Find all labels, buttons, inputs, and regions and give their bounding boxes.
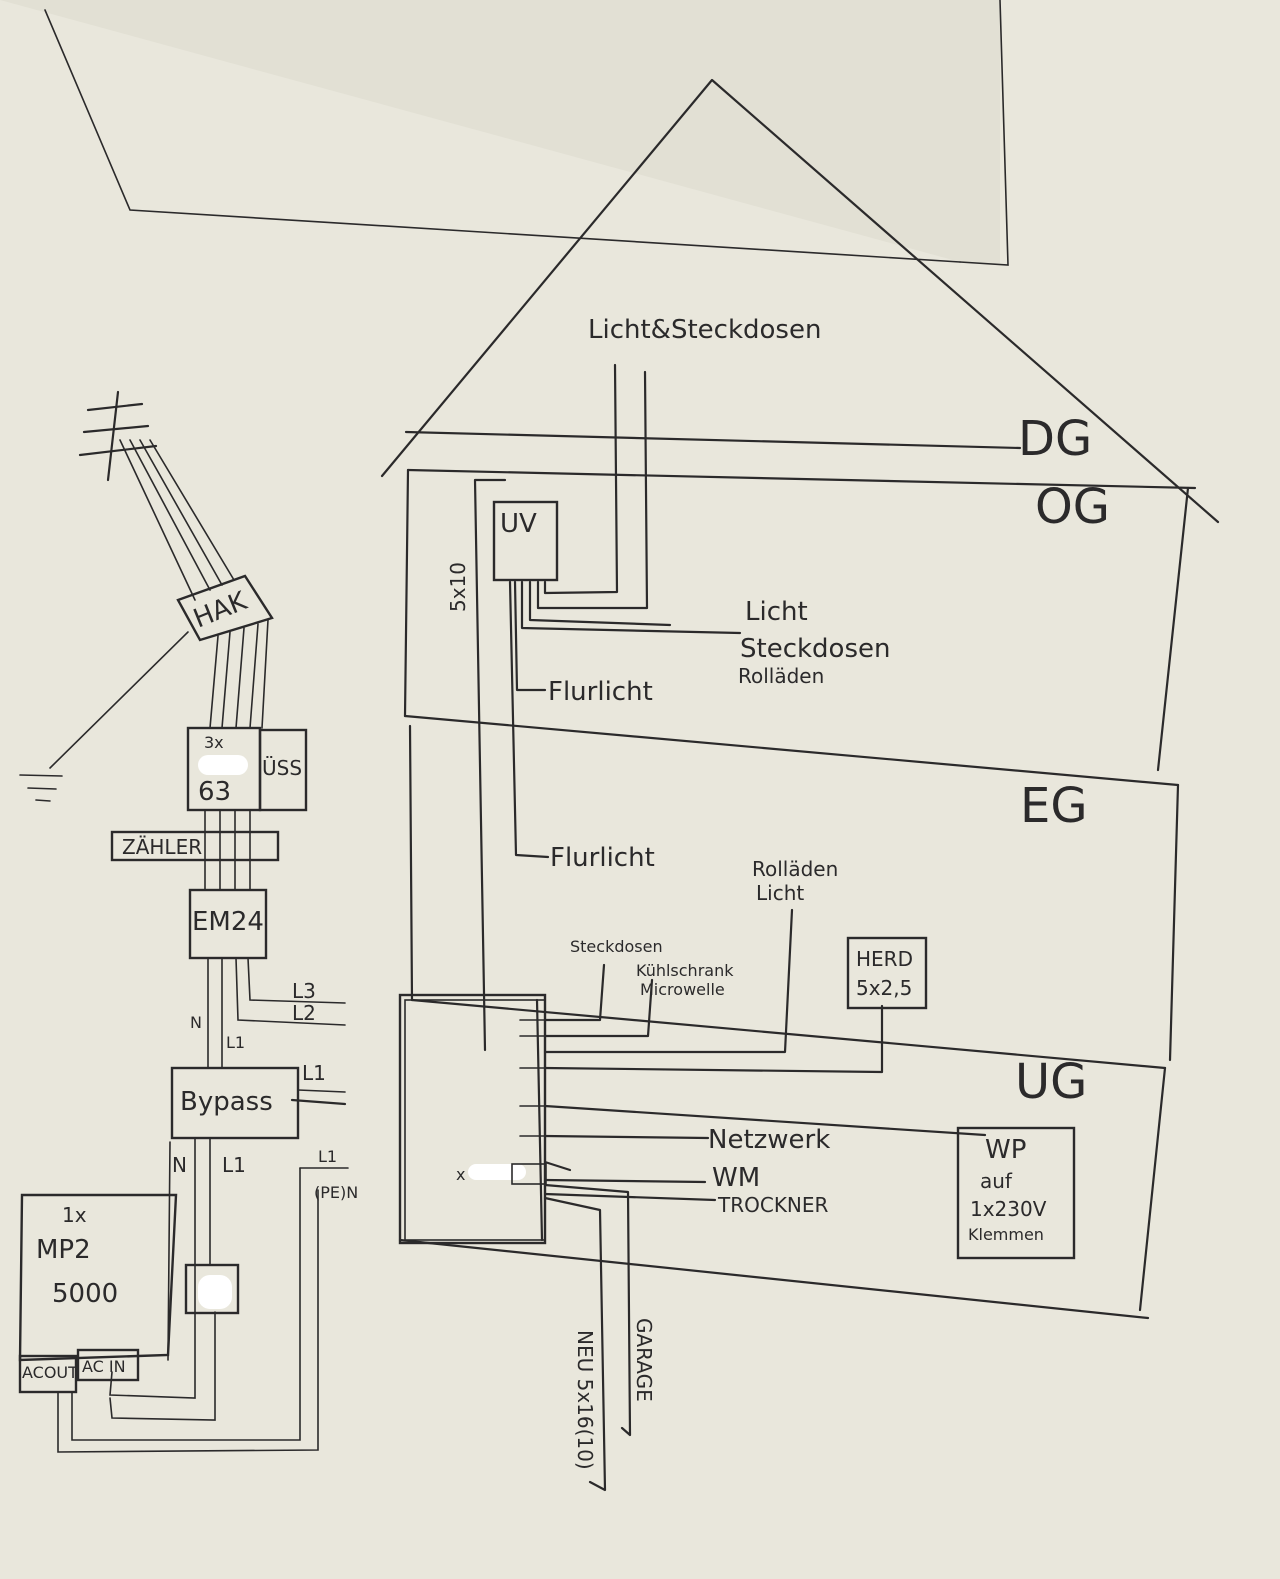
ac-out-label: ACOUT [22, 1363, 78, 1382]
mp2-label-2: MP2 [36, 1235, 91, 1265]
label-og-licht: Licht [745, 597, 808, 627]
paper-fold-line [44, 9, 961, 263]
ac-in-box [76, 1348, 140, 1382]
label-og-steckdosen: Steckdosen [740, 634, 890, 664]
uv-box [492, 500, 559, 582]
service-drop-lines [119, 439, 235, 601]
label-steckdosen: Steckdosen [570, 937, 663, 956]
bypass-scribble [290, 1098, 347, 1106]
zaehler-label: ZÄHLER [122, 835, 202, 859]
em24-label: EM24 [192, 907, 264, 937]
wp-box [956, 1126, 1076, 1260]
label-l1-lower: L1 [222, 1153, 246, 1177]
label-l2: L2 [292, 1001, 316, 1025]
herd-label: HERD [856, 947, 913, 971]
label-n: N [190, 1013, 202, 1032]
label-trockner: TROCKNER [717, 1193, 829, 1217]
floor-label-og: OG [1035, 479, 1110, 535]
redacted-mark-breaker [198, 1275, 232, 1309]
ac-in-label: AC IN [82, 1357, 126, 1376]
small-breaker-box [184, 1263, 240, 1315]
ac-out-box [18, 1354, 78, 1394]
label-l3: L3 [292, 979, 316, 1003]
meter-lines [204, 809, 251, 891]
distribution-outgoing-lines [519, 908, 987, 1202]
label-l1: L1 [226, 1033, 245, 1052]
bypass-l1-line [297, 1089, 346, 1093]
label-licht-steckdosen-dg: Licht&Steckdosen [588, 315, 821, 345]
wp-label-2: auf [980, 1169, 1013, 1193]
sub-breaker [511, 1163, 547, 1185]
hak-box-group [176, 574, 274, 642]
bypass-output-lines [57, 1137, 349, 1453]
label-pe-n: (PE)N [314, 1183, 358, 1202]
label-flurlicht-eg: Flurlicht [550, 843, 655, 873]
bypass-l1-label: L1 [302, 1061, 326, 1085]
og-circuit-lines [508, 580, 742, 859]
em24-output-lines [207, 957, 346, 1069]
label-og-rollladen: Rolläden [738, 664, 824, 688]
redacted-mark-fuse [198, 755, 248, 775]
garage-cable-lines [543, 1183, 632, 1492]
em24-box [188, 888, 268, 960]
paper-edge [959, 0, 1009, 266]
herd-cable-label: 5x2,5 [856, 976, 912, 1000]
label-eg-licht: Licht [756, 881, 804, 905]
herd-box [846, 936, 928, 1010]
mp2-label-1: 1x [62, 1203, 87, 1227]
label-eg-rollladen: Rolläden [752, 857, 838, 881]
uss-label: ÜSS [262, 756, 302, 780]
wp-label-3: 1x230V [970, 1197, 1047, 1221]
riser-5x10 [473, 478, 507, 1052]
uv-label: UV [500, 509, 537, 539]
label-5x10: 5x10 [446, 562, 470, 612]
wp-label-4: Klemmen [968, 1225, 1044, 1244]
label-garage: GARAGE [632, 1318, 656, 1402]
label-n-lower: N [172, 1153, 187, 1177]
mp2-box [18, 1193, 178, 1362]
floor-label-dg: DG [1018, 411, 1092, 467]
main-fuse-top-label: 3x [204, 733, 224, 752]
zaehler-box [110, 830, 280, 862]
label-l1-right: L1 [318, 1147, 337, 1166]
mp2-label-3: 5000 [52, 1279, 118, 1309]
sub-box-x-label: x [456, 1165, 465, 1184]
label-microwelle: Microwelle [640, 980, 725, 999]
main-distribution-box [398, 993, 547, 1245]
floor-label-eg: EG [1020, 778, 1088, 834]
paper-fold [0, 0, 1000, 265]
dg-feed-lines [536, 363, 649, 610]
wp-label-1: WP [985, 1135, 1026, 1165]
label-flurlicht-og: Flurlicht [548, 677, 653, 707]
redacted-mark-sub [468, 1164, 526, 1180]
ground-symbol [19, 631, 189, 802]
hak-to-fuse-lines [209, 619, 269, 729]
label-kuehlschrank: Kühlschrank [636, 961, 734, 980]
uss-box [258, 728, 308, 812]
main-fuse-value: 63 [198, 777, 231, 807]
label-netzwerk: Netzwerk [708, 1125, 830, 1155]
bypass-box [170, 1066, 300, 1140]
label-wm: WM [712, 1163, 760, 1193]
label-neu-cable: NEU 5x16(10) [573, 1330, 597, 1470]
floor-label-ug: UG [1015, 1054, 1087, 1110]
bypass-label: Bypass [180, 1087, 273, 1117]
